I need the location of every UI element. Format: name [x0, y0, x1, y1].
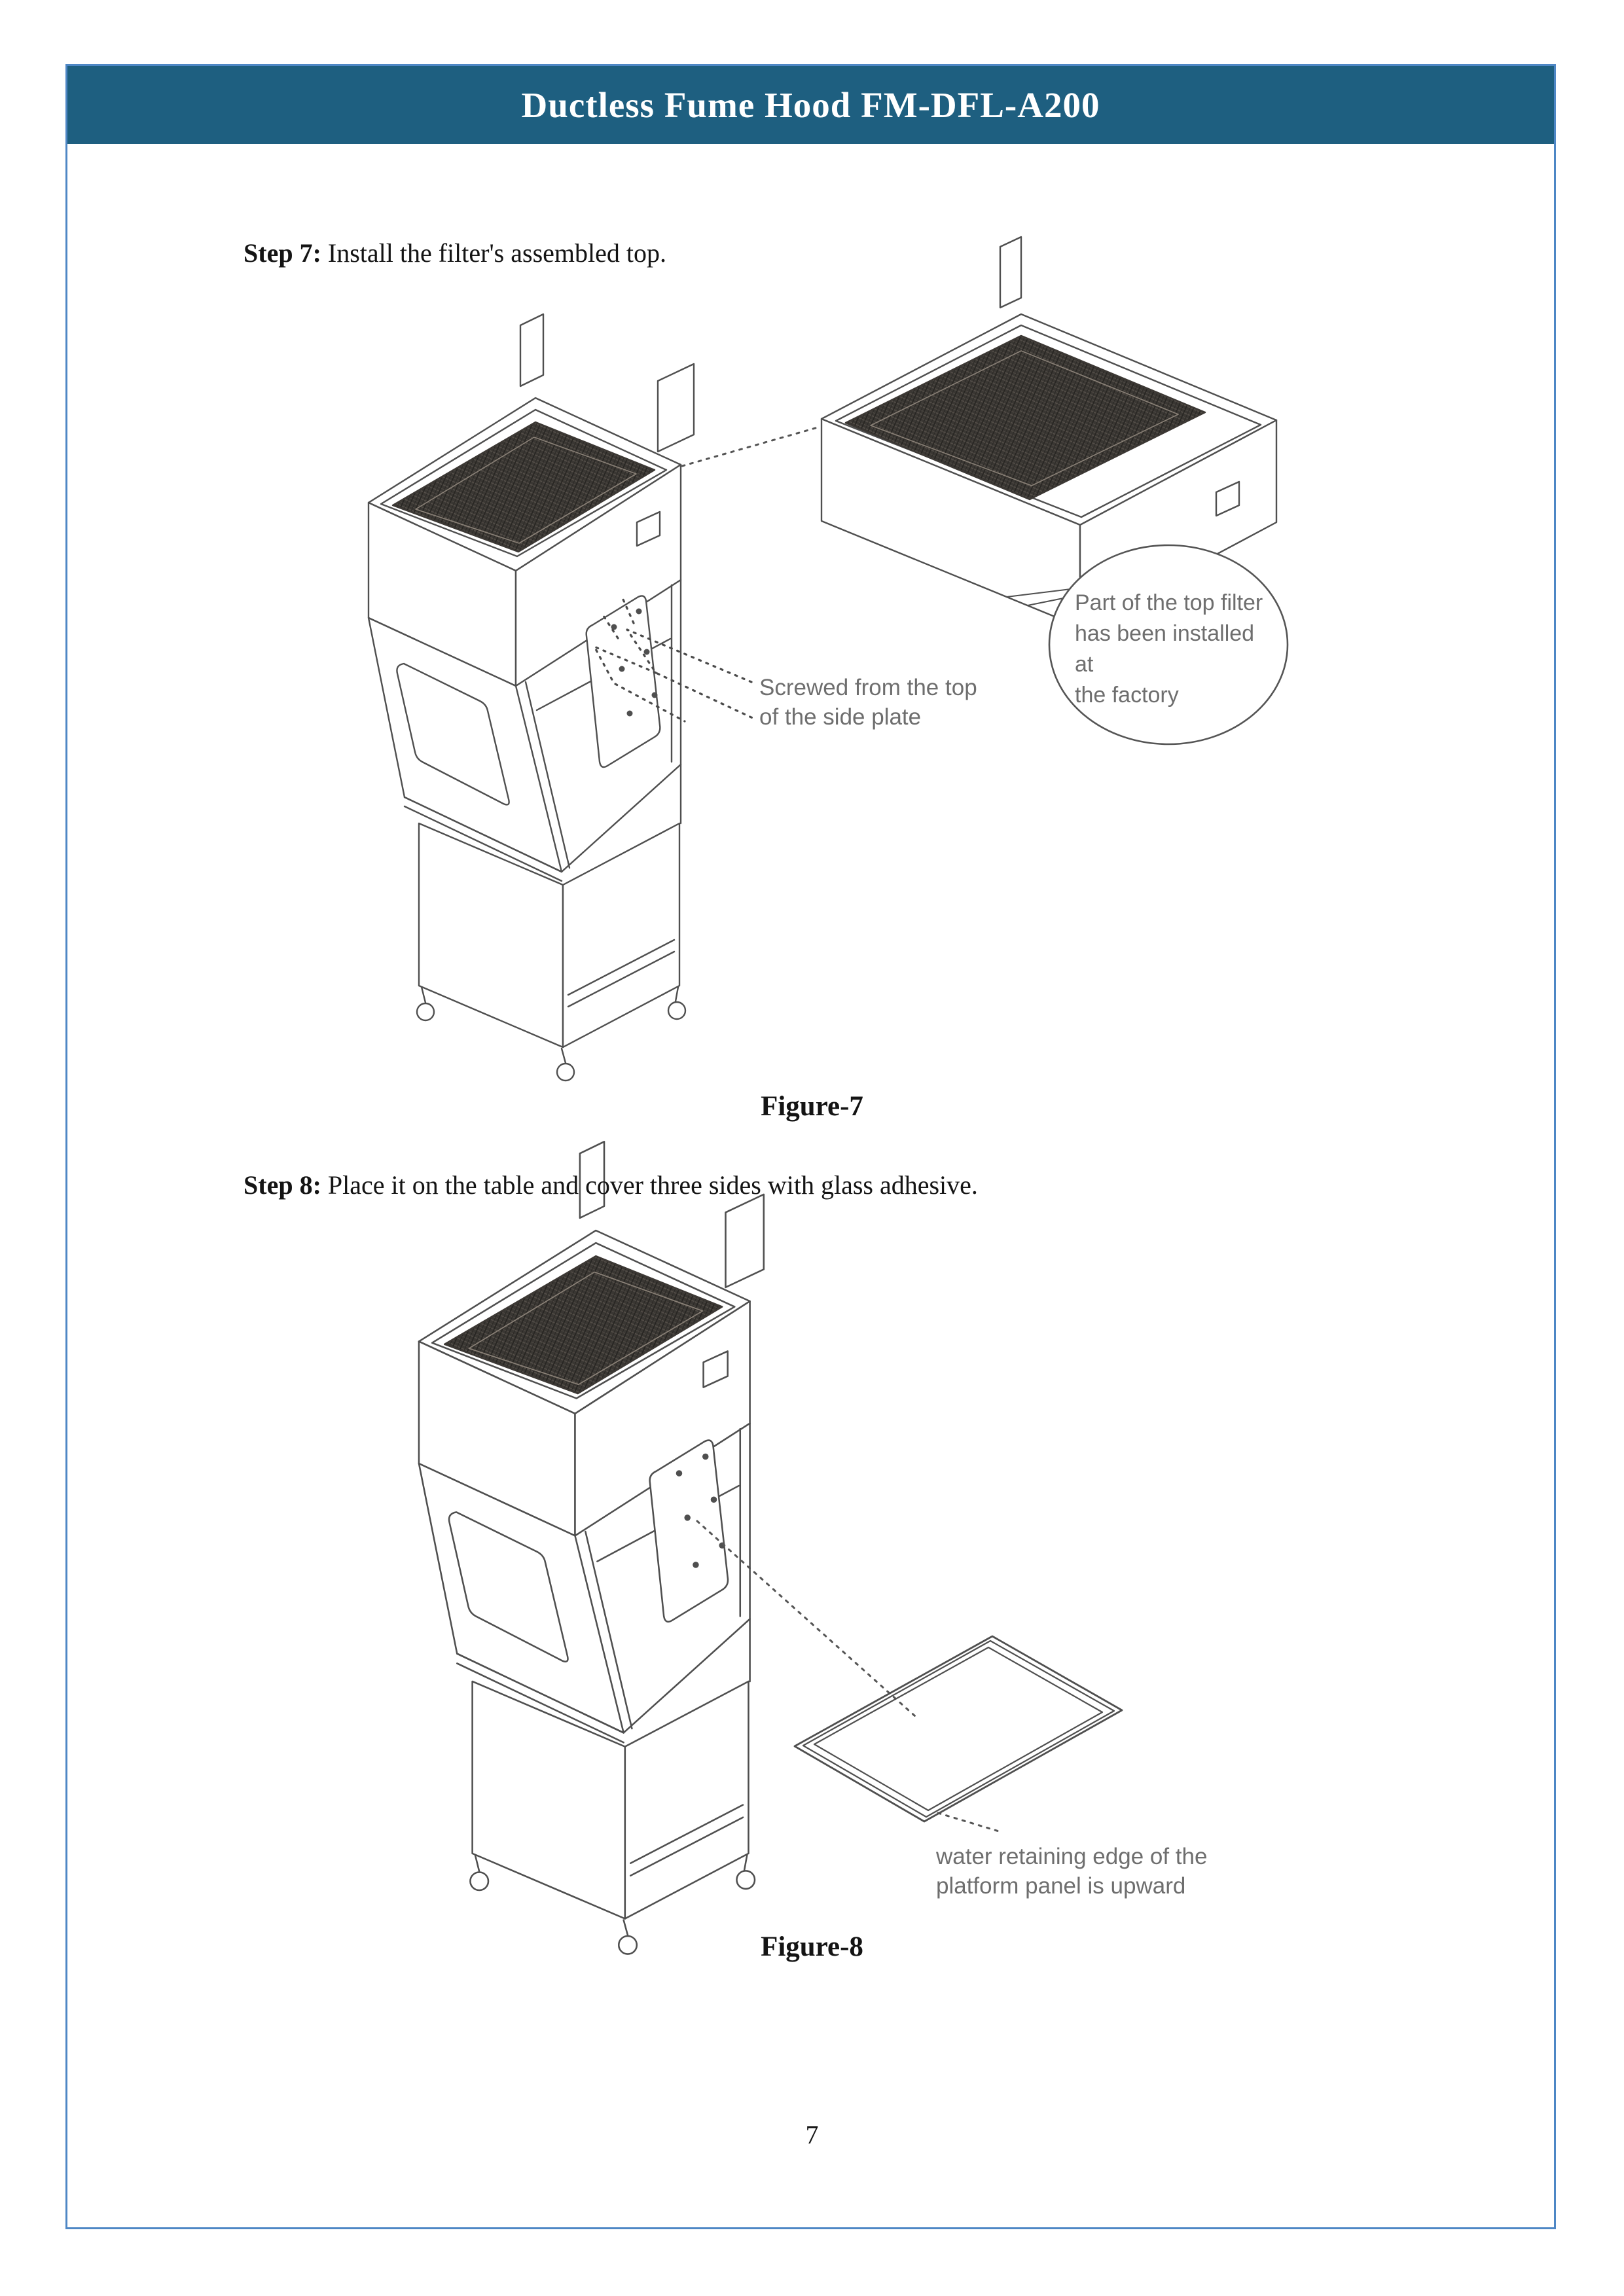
fig8-annotation-water-line2: platform panel is upward: [936, 1873, 1186, 1899]
header-bar: Ductless Fume Hood FM-DFL-A200: [67, 66, 1554, 144]
page-border: [65, 64, 1556, 2229]
step7-paragraph: Step 7: Install the filter's assembled t…: [244, 237, 666, 270]
step7-label: Step 7:: [244, 238, 321, 268]
fig7-annotation-bubble-line3: the factory: [1075, 683, 1179, 708]
fig7-annotation-bubble-line2: has been installed at: [1075, 621, 1255, 677]
page-number: 7: [805, 2120, 819, 2149]
step8-text: Place it on the table and cover three si…: [321, 1170, 978, 1200]
figure8-drawing: [418, 1141, 1123, 1955]
fig7-annotation-screwed-line2: of the side plate: [759, 704, 922, 730]
fig8-annotation-water-line1: water retaining edge of the: [936, 1844, 1208, 1869]
step8-paragraph: Step 8: Place it on the table and cover …: [244, 1169, 978, 1202]
header-title: Ductless Fume Hood FM-DFL-A200: [521, 85, 1100, 125]
figure7-drawing: [367, 236, 1289, 1082]
figure7-caption: Figure-7: [761, 1091, 863, 1122]
step7-text: Install the filter's assembled top.: [321, 238, 666, 268]
fig7-annotation-screwed: Screwed from the top of the side plate: [759, 673, 977, 732]
fig7-annotation-bubble-line1: Part of the top filter: [1075, 590, 1263, 615]
step8-label: Step 8:: [244, 1170, 321, 1200]
fig7-annotation-screwed-line1: Screwed from the top: [759, 675, 977, 700]
figure8-caption: Figure-8: [761, 1931, 863, 1962]
fig7-annotation-bubble: Part of the top filter has been installe…: [1075, 588, 1278, 711]
fig8-annotation-water: water retaining edge of the platform pan…: [936, 1842, 1207, 1901]
